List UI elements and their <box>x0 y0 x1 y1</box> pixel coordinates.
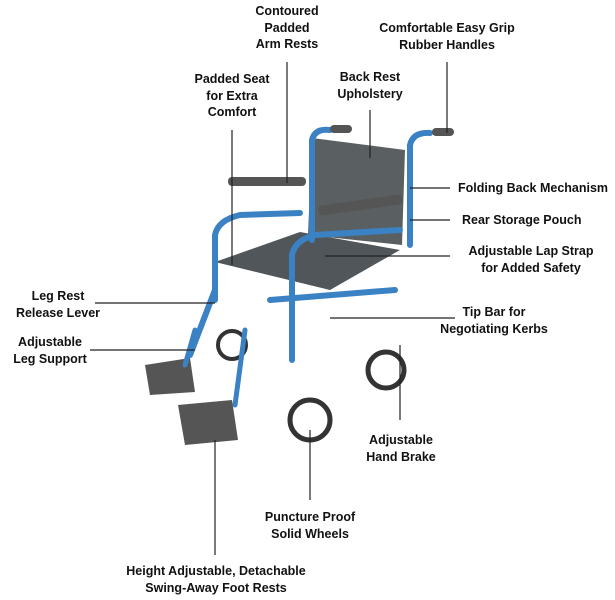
callout-lines <box>90 62 455 555</box>
label-line: Adjustable Lap Strap <box>468 244 594 258</box>
label-line: Padded <box>264 20 310 35</box>
label-line: Negotiating Kerbs <box>440 321 548 336</box>
seat <box>215 232 400 290</box>
label-line: Leg Support <box>13 351 87 366</box>
label-line: Puncture Proof <box>264 510 356 524</box>
label-foot-rests: Height Adjustable, Detachable Swing-Away… <box>126 563 305 596</box>
label-line: Padded Seat <box>194 72 270 86</box>
caster-wheel <box>216 329 248 361</box>
label-line: Swing-Away Foot Rests <box>145 580 287 595</box>
arm-rest <box>318 194 403 216</box>
label-line: Folding Back Mechanism <box>458 181 609 195</box>
label-line: Height Adjustable, Detachable <box>126 564 306 578</box>
label-line: Solid Wheels <box>271 526 349 541</box>
label-line: Comfortable Easy Grip <box>379 21 515 35</box>
label-storage-pouch: Rear Storage Pouch <box>462 212 581 229</box>
label-seat: Padded Seat for Extra Comfort <box>194 71 269 121</box>
label-line: Comfort <box>207 105 257 119</box>
label-line: for Added Safety <box>481 260 581 275</box>
label-lap-strap: Adjustable Lap Strap for Added Safety <box>468 243 593 276</box>
label-line: Tip Bar for <box>462 305 526 319</box>
label-hand-brake: Adjustable Hand Brake <box>366 432 435 465</box>
label-leg-support: Adjustable Leg Support <box>13 334 87 367</box>
label-line: Adjustable <box>369 433 433 447</box>
label-wheels: Puncture Proof Solid Wheels <box>265 509 355 542</box>
label-arm-rests: Contoured Padded Arm Rests <box>255 3 318 53</box>
label-tip-bar: Tip Bar for Negotiating Kerbs <box>440 304 548 337</box>
back-rest <box>308 138 405 245</box>
label-line: Hand Brake <box>366 449 436 464</box>
rear-wheel <box>365 349 407 391</box>
label-line: Upholstery <box>337 86 403 101</box>
label-line: Contoured <box>255 4 319 18</box>
foot-rest <box>178 400 238 445</box>
label-handles: Comfortable Easy Grip Rubber Handles <box>379 20 514 53</box>
label-leg-rest-lever: Leg Rest Release Lever <box>16 288 100 321</box>
foot-rest <box>145 358 195 395</box>
label-back-rest: Back Rest Upholstery <box>337 69 402 102</box>
handle <box>432 128 454 136</box>
label-line: Leg Rest <box>31 289 85 303</box>
handle <box>330 125 352 133</box>
label-line: Adjustable <box>18 335 82 349</box>
wheelchair <box>145 125 454 445</box>
label-line: Rear Storage Pouch <box>462 213 582 227</box>
label-folding-back: Folding Back Mechanism <box>458 180 608 197</box>
label-line: Rubber Handles <box>399 37 495 52</box>
label-line: Back Rest <box>339 70 401 84</box>
label-line: Arm Rests <box>255 37 319 51</box>
arm-rest <box>228 177 306 186</box>
label-line: Release Lever <box>15 305 101 320</box>
label-line: for Extra <box>206 88 258 103</box>
